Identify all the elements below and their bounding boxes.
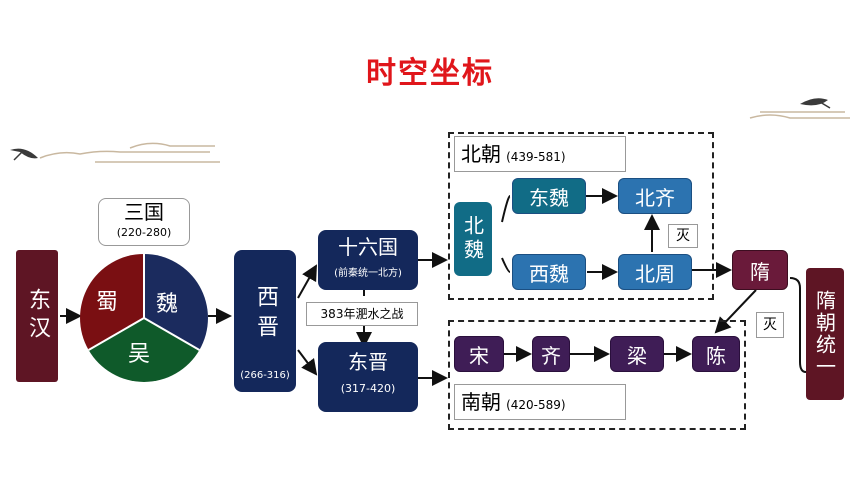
page-title: 时空坐标 xyxy=(366,56,494,91)
northern-qi-box: 北齐 xyxy=(618,178,692,214)
northern-dynasties-group xyxy=(448,132,714,300)
wu-slice xyxy=(88,318,200,382)
western-jin-label: 西晋 xyxy=(253,285,278,345)
western-jin-years: (266-316) xyxy=(240,370,290,381)
sixteen-kingdoms-box: 十六国 (前秦统一北方) xyxy=(318,230,418,290)
sui-unify-label: 隋朝统一 xyxy=(812,290,837,378)
eastern-jin-label: 东晋 xyxy=(348,350,388,374)
qi-label: 齐 xyxy=(541,343,561,368)
northern-wei-label: 北魏 xyxy=(460,215,485,263)
eastern-han-label: 东汉 xyxy=(25,288,50,344)
northern-wei-box: 北魏 xyxy=(454,202,492,276)
cloud-right-decoration xyxy=(749,111,850,119)
southern-dynasties-label: 南朝 xyxy=(461,390,501,414)
northern-dynasties-years: (439-581) xyxy=(506,150,566,164)
eastern-jin-years: (317-420) xyxy=(340,382,396,395)
sui-label: 隋 xyxy=(750,259,770,284)
shu-label: 蜀 xyxy=(96,290,119,315)
wu-label: 吴 xyxy=(128,342,151,367)
sixteen-kingdoms-note: (前秦统一北方) xyxy=(334,268,402,279)
crane-left-icon xyxy=(10,148,38,161)
eastern-wei-label: 东魏 xyxy=(529,185,569,210)
crane-right-icon xyxy=(800,98,831,109)
chen-box: 陈 xyxy=(692,336,740,372)
destroy-chen-label: 灭 xyxy=(756,312,784,338)
three-kingdoms-label-box: 三国 (220-280) xyxy=(98,198,190,246)
chen-label: 陈 xyxy=(706,343,726,368)
northern-zhou-box: 北周 xyxy=(618,254,692,290)
western-jin-box: 西晋 (266-316) xyxy=(234,250,296,392)
southern-dynasties-label-box: 南朝 (420-589) xyxy=(454,384,626,420)
eastern-wei-box: 东魏 xyxy=(512,178,586,214)
western-wei-label: 西魏 xyxy=(529,261,569,286)
wei-slice xyxy=(144,254,208,350)
southern-dynasties-years: (420-589) xyxy=(506,398,566,412)
song-label: 宋 xyxy=(469,343,489,368)
sui-unify-box: 隋朝统一 xyxy=(806,268,844,400)
northern-dynasties-label-box: 北朝 (439-581) xyxy=(454,136,626,172)
song-box: 宋 xyxy=(454,336,504,372)
eastern-han-box: 东汉 xyxy=(16,250,58,382)
qi-box: 齐 xyxy=(532,336,570,372)
three-kingdoms-pie xyxy=(80,254,208,382)
sixteen-kingdoms-label: 十六国 xyxy=(338,235,398,259)
sui-box: 隋 xyxy=(732,250,788,290)
cloud-left-decoration xyxy=(39,142,220,163)
destroy-qi-label: 灭 xyxy=(668,224,698,248)
northern-qi-label: 北齐 xyxy=(635,185,675,210)
liang-box: 梁 xyxy=(610,336,664,372)
flow-arrows xyxy=(60,188,807,386)
three-kingdoms-label: 三国 xyxy=(124,200,164,224)
three-kingdoms-years: (220-280) xyxy=(116,226,172,239)
battle-label: 383年淝水之战 xyxy=(306,302,418,326)
shu-slice xyxy=(80,254,144,350)
eastern-jin-box: 东晋 (317-420) xyxy=(318,342,418,412)
northern-dynasties-label: 北朝 xyxy=(461,142,501,166)
liang-label: 梁 xyxy=(627,343,647,368)
western-wei-box: 西魏 xyxy=(512,254,586,290)
southern-dynasties-group xyxy=(448,320,746,430)
wei-label: 魏 xyxy=(156,292,179,317)
northern-zhou-label: 北周 xyxy=(635,261,675,286)
